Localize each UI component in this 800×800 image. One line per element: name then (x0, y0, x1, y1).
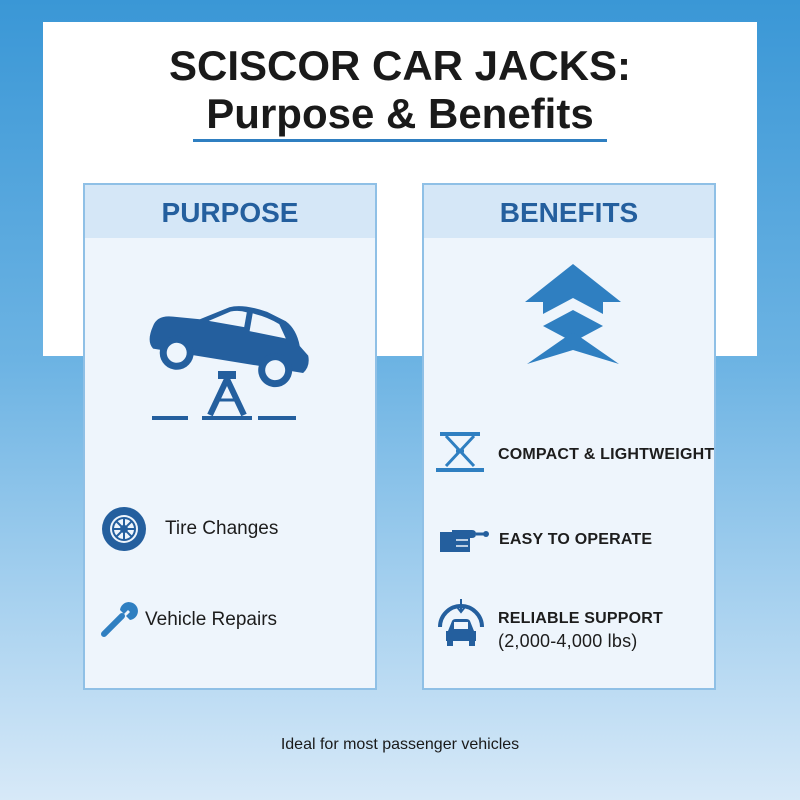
purpose-item-label: Tire Changes (165, 518, 279, 539)
purpose-item-label: Vehicle Repairs (145, 609, 278, 630)
title-line-1: SCISCOR CAR JACKS: (168, 42, 632, 89)
benefit-item-label: EASY TO OPERATE (499, 531, 653, 548)
benefits-header: BENEFITS (424, 185, 714, 238)
benefit-item-sublabel: (2,000-4,000 lbs) (498, 631, 638, 651)
benefit-item-label: RELIABLE SUPPORT (498, 610, 663, 627)
car-on-jack-icon (149, 306, 309, 420)
wrench-icon (101, 602, 138, 637)
page-title: SCISCOR CAR JACKS: Purpose & Benefits (0, 42, 800, 138)
hand-crank-icon (440, 530, 489, 552)
benefit-item-label: COMPACT & LIGHTWEIGHT (498, 446, 715, 463)
car-support-icon (438, 599, 484, 646)
scissor-jack-icon (436, 432, 484, 472)
up-arrow-icon (525, 264, 621, 364)
title-underline (193, 139, 607, 142)
footer-note: Ideal for most passenger vehicles (280, 736, 520, 753)
title-line-2: Purpose & Benefits (206, 90, 594, 137)
tire-icon (102, 507, 146, 551)
purpose-header: PURPOSE (85, 185, 375, 238)
